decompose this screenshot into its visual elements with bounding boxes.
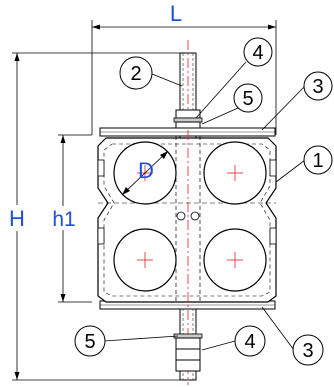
dimension-h1-label: h1 xyxy=(52,208,75,231)
callout-label: 2 xyxy=(130,63,141,85)
callout-balloon-5-top: 5 xyxy=(233,83,263,113)
central-bolt-column xyxy=(175,136,201,301)
bottom-fastener-stack xyxy=(173,333,203,372)
callout-balloon-5-bottom: 5 xyxy=(74,325,106,357)
dimension-D: D xyxy=(121,150,169,196)
callout-label: 4 xyxy=(252,42,263,64)
callout-balloon-1: 1 xyxy=(303,145,333,175)
pipe-hole-top-right xyxy=(203,141,267,205)
dimension-H-label: H xyxy=(9,206,25,231)
dimension-L-label: L xyxy=(170,1,182,26)
leader-lines xyxy=(103,61,306,351)
callout-label: 4 xyxy=(244,331,255,353)
callout-label: 3 xyxy=(302,340,313,362)
pipe-hole-bottom-left xyxy=(113,228,177,292)
dimension-H: H xyxy=(2,52,180,381)
top-cover-plate xyxy=(99,127,276,137)
callout-balloon-4-bottom: 4 xyxy=(234,325,266,357)
callout-label: 5 xyxy=(84,331,95,353)
callout-balloon-3-bottom: 3 xyxy=(292,334,324,366)
dimension-h1: h1 xyxy=(44,134,92,303)
top-fastener-stack xyxy=(173,109,203,129)
callout-label: 5 xyxy=(242,88,253,110)
callout-balloon-3-top: 3 xyxy=(303,71,333,101)
callout-balloon-4-top: 4 xyxy=(243,37,273,67)
callout-label: 1 xyxy=(312,150,323,172)
pipe-hole-bottom-right xyxy=(203,228,267,292)
callout-balloon-2-top: 2 xyxy=(119,56,153,90)
dimension-D-label: D xyxy=(138,158,154,183)
dimension-L: L xyxy=(91,1,277,135)
callout-label: 3 xyxy=(312,76,323,98)
